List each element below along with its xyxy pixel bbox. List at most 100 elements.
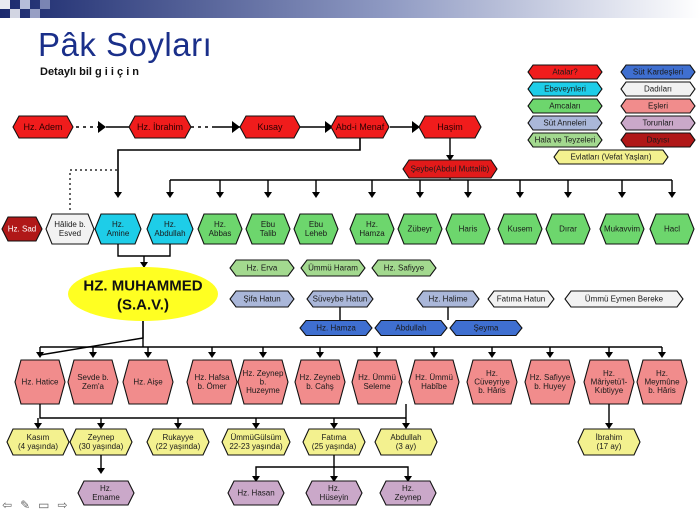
wife-node-1-label: Zem'a (82, 382, 105, 391)
child-node-5: Abdullah(3 ay) (374, 428, 438, 456)
arrowhead (97, 468, 105, 474)
child-node-1-label: (30 yaşında) (79, 442, 124, 451)
uncle-node-5-shape (445, 213, 491, 245)
legend-item-6-shape (527, 115, 603, 131)
uncle-node-8: Mukavvim (599, 213, 645, 245)
uncle-node-9: Hacl (649, 213, 695, 245)
menaf-to-amine (117, 138, 361, 196)
uncle-node-0-label: Hz. (214, 220, 226, 229)
wife-node-11-label: Hz. (656, 369, 668, 378)
muhammed-shape (68, 267, 218, 321)
ancestor-node-1: Hz. İbrahim (128, 115, 192, 139)
wife-node-10-label: Mâriyetü'l- (591, 378, 628, 387)
nanny-1-label: Ümmü Eymen Bereke (585, 295, 664, 304)
arrowhead (516, 192, 524, 198)
sad-node-shape (1, 216, 43, 242)
arrowhead (252, 423, 260, 429)
pen-icon[interactable]: ✎ (20, 498, 31, 512)
uncle-node-3-label: Hz. (366, 220, 378, 229)
child-node-1-label: Zeynep (88, 433, 115, 442)
grandchild-node-0-label: Hz. (100, 484, 112, 493)
abdulmuttalib-node: Şeybe(Abdul Muttalib) (402, 159, 498, 179)
uncle-node-6: Kusem (497, 213, 543, 245)
legend-item-4: Amcaları (527, 98, 603, 114)
milk-sibling-2: Şeyma (449, 319, 523, 337)
wife-node-4-shape (237, 359, 289, 405)
wet-nurse-2-label: Hz. Halime (428, 295, 468, 304)
parent-amine-label: Hz. (112, 220, 124, 229)
milk-sibling-2-shape (449, 319, 523, 337)
uncle-node-3: Hz.Hamza (349, 213, 395, 245)
wet-nurse-1-shape (306, 290, 374, 308)
legend-item-6: Süt Anneleri (527, 115, 603, 131)
uncle-node-0: Hz.Abbas (197, 213, 243, 245)
child-node-2: Rukayye(22 yaşında) (146, 428, 210, 456)
arrowhead (412, 121, 420, 133)
child-node-2-label: (22 yaşında) (156, 442, 201, 451)
child-node-2-shape (146, 428, 210, 456)
legend-item-7-label: Torunları (642, 119, 673, 128)
wife-node-8-label: Hz. (486, 369, 498, 378)
parent-abdullah-label: Hz. (164, 220, 176, 229)
nanny-0: Fatıma Hatun (487, 290, 555, 308)
ancestor-node-2: Kusay (239, 115, 301, 139)
arrowhead (325, 121, 333, 133)
arrowhead (97, 423, 105, 429)
wife-node-5-label: Hz. Zeyneb (300, 373, 341, 382)
arrowhead (658, 352, 666, 358)
uncle-node-7: Dırar (545, 213, 591, 245)
aunt-node-1-label: Ümmü Haram (308, 264, 358, 273)
menu-icon[interactable]: ▭ (38, 498, 50, 512)
arrowhead (98, 121, 106, 133)
milk-sibling-0-label: Hz. Hamza (316, 324, 356, 333)
child-node-1: Zeynep(30 yaşında) (69, 428, 133, 456)
arrowhead (605, 423, 613, 429)
uncle-node-2-shape (293, 213, 339, 245)
wife-node-8-shape (466, 359, 518, 405)
uncle-node-6-label: Kusem (508, 225, 533, 234)
wife-node-4-label: Hz. Zeynep (243, 369, 284, 378)
child-node-2-label: Rukayye (162, 433, 194, 442)
child-node-5-shape (374, 428, 438, 456)
legend-item-1-shape (620, 64, 696, 80)
arrowhead (564, 192, 572, 198)
ancestor-node-3-label: Abd-i Menaf (336, 122, 385, 132)
sad-node-label: Hz. Sad (8, 225, 36, 234)
uncle-node-2-label: Ebu (309, 220, 323, 229)
wife-node-2-label: Hz. Aişe (133, 378, 163, 387)
uncle-node-7-shape (545, 213, 591, 245)
ancestor-node-1-shape (128, 115, 192, 139)
legend-item-8-label: Hala ve Teyzeleri (535, 136, 596, 145)
child-node-3-label: ÜmmüGülsüm (230, 433, 281, 442)
arrowhead (34, 423, 42, 429)
halide-node-label: Hâlide b. (54, 220, 86, 229)
parent-amine-shape (94, 213, 142, 245)
grandchild-node-0-shape (77, 480, 135, 506)
legend-item-8-shape (527, 132, 603, 148)
legend-item-7: Torunları (620, 115, 696, 131)
legend-item-7-shape (620, 115, 696, 131)
fatima-bus-right (334, 466, 409, 480)
parent-abdullah: Hz.Abdullah (146, 213, 194, 245)
header-decoration (0, 0, 700, 18)
milk-sibling-0: Hz. Hamza (299, 319, 373, 337)
legend-item-9-shape (620, 132, 696, 148)
legend-item-6-label: Süt Anneleri (543, 119, 586, 128)
nav-prev-icon[interactable]: ⇦ (2, 498, 13, 512)
uncle-node-9-shape (649, 213, 695, 245)
wet-nurse-0: Şifa Hatun (229, 290, 295, 308)
wife-node-11-label: b. Hâris (648, 386, 676, 395)
slide-navigation: ⇦ ✎ ▭ ⇨ (2, 498, 76, 512)
ancestor-node-3: Abd-i Menaf (330, 115, 390, 139)
nanny-0-label: Fatıma Hatun (497, 295, 545, 304)
arrowhead (174, 423, 182, 429)
parent-abdullah-label: Abdullah (154, 229, 185, 238)
uncle-node-8-label: Mukavvim (604, 225, 640, 234)
nav-next-icon[interactable]: ⇨ (57, 498, 68, 512)
ancestor-node-4: Haşim (418, 115, 482, 139)
parent-amine-label: Amine (107, 229, 130, 238)
arrowhead (446, 155, 454, 161)
